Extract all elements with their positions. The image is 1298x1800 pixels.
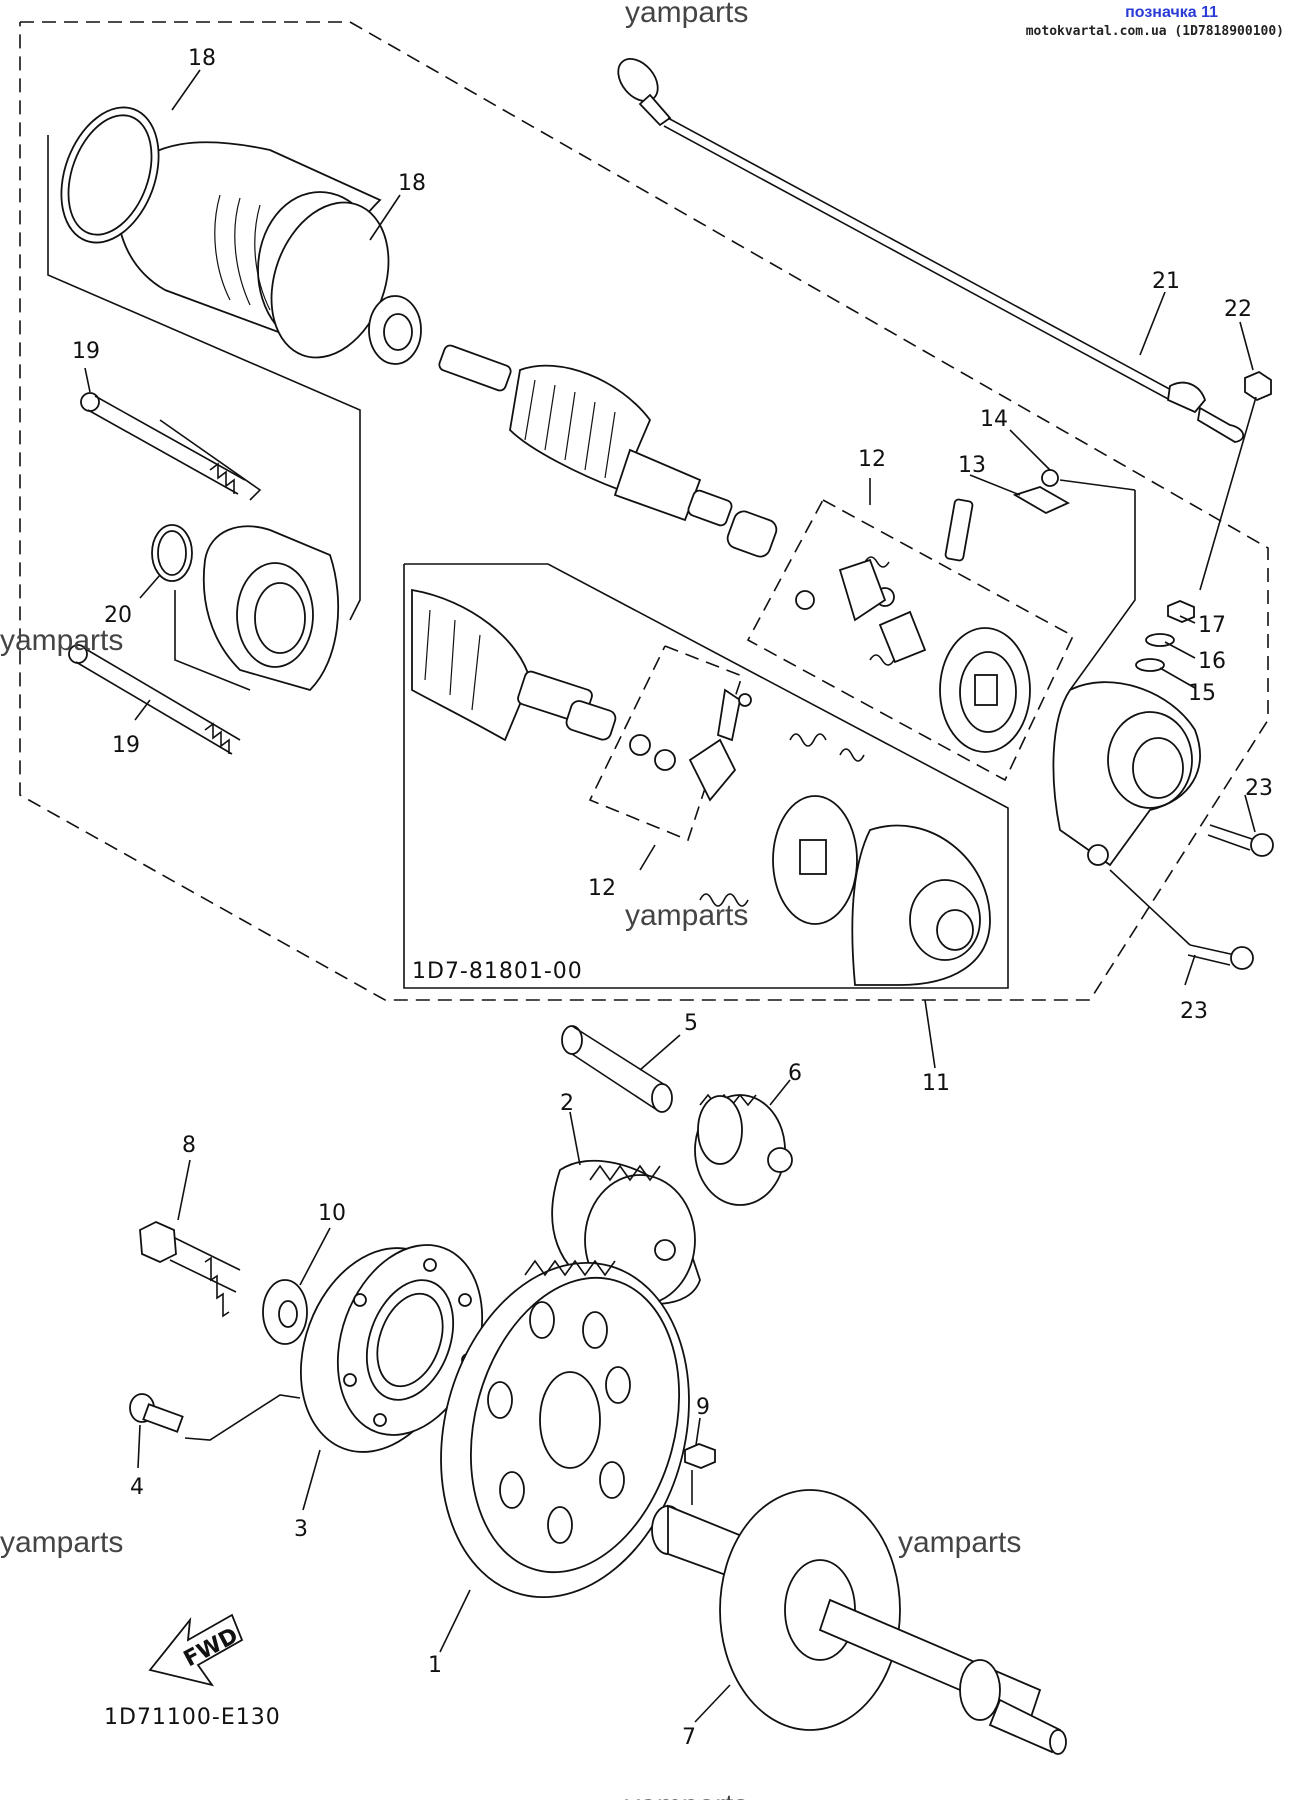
callout-15: 15 [1188,681,1216,706]
callout-1: 1 [428,1653,442,1678]
bolt-23-lower [1187,944,1254,970]
callout-21: 21 [1152,269,1180,294]
inset-part-code: 1D7-81801-00 [412,959,583,984]
source-label: motokvartal.com.ua (1D7818900100) [1025,24,1284,39]
diagram-code: 1D71100-E130 [104,1705,281,1730]
callout-18-a: 18 [188,46,216,71]
shaft-5 [561,1025,673,1113]
callout-4: 4 [130,1475,144,1500]
watermark: yamparts [898,1526,1021,1559]
callout-23-b: 23 [1180,999,1208,1024]
fwd-arrow-icon: FWD [148,1613,244,1687]
callout-7: 7 [682,1725,696,1750]
callout-9: 9 [696,1395,710,1420]
callout-2: 2 [560,1091,574,1116]
callout-17: 17 [1198,613,1226,638]
callout-8: 8 [182,1133,196,1158]
watermark: yamparts [625,1789,748,1800]
screw-4 [129,1393,184,1433]
callout-22: 22 [1224,297,1252,322]
callout-23-a: 23 [1245,776,1273,801]
key-9 [684,1443,716,1469]
terminal-bolt-13 [944,469,1070,562]
watermark: yamparts [625,899,748,932]
bolt-8 [139,1221,241,1318]
watermark: yamparts [0,624,123,657]
front-cover [202,525,340,692]
watermarks: yamparts yamparts yamparts yamparts yamp… [0,0,1021,1800]
nut-22 [1244,370,1272,402]
armature [438,344,733,527]
callout-14: 14 [980,407,1008,432]
callout-18-b: 18 [398,171,426,196]
callout-labels: 18 18 19 19 20 21 22 14 13 12 12 17 16 1… [72,46,1273,1750]
bolt-19-lower [68,644,241,755]
callout-19-a: 19 [72,339,100,364]
inset-box [403,563,1009,989]
shaft-7 [651,1489,1067,1755]
callout-12-b: 12 [588,876,616,901]
callout-20: 20 [104,603,132,628]
callout-10: 10 [318,1201,346,1226]
starter-wheel-gear-1 [440,1259,690,1599]
bolt-19-upper [80,392,246,495]
needle-bearing [726,510,778,558]
o-ring-18-b [270,201,390,359]
brush-holder-group [746,499,1075,782]
callout-5: 5 [684,1011,698,1036]
lead-wire-21 [617,58,1244,443]
starter-clutch-3 [300,1244,484,1453]
callout-3: 3 [294,1517,308,1542]
callout-19-b: 19 [112,733,140,758]
callout-11: 11 [922,1071,950,1096]
leader-lines [84,69,1256,1723]
gear-6 [694,1093,793,1206]
callout-13: 13 [958,453,986,478]
bolt-23-upper [1207,824,1274,857]
tag-label: позначка 11 [1125,4,1218,21]
starter-assembly-boundary [19,21,1269,1001]
watermark: yamparts [625,0,748,29]
callout-12-a: 12 [858,447,886,472]
watermark: yamparts [0,1526,123,1559]
callout-6: 6 [788,1061,802,1086]
rear-cover [1052,681,1201,867]
callout-16: 16 [1198,649,1226,674]
